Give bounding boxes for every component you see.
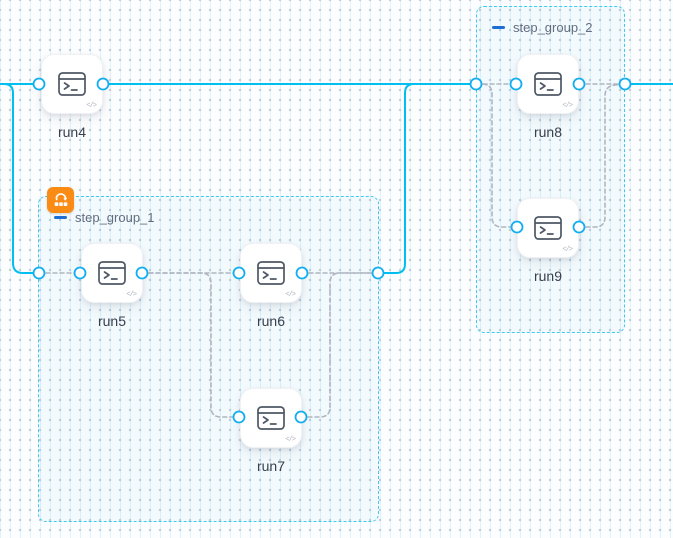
code-badge-icon: </>	[285, 291, 296, 299]
code-badge-icon: </>	[562, 246, 573, 254]
node-run7[interactable]: </>	[240, 388, 302, 448]
code-badge-icon: </>	[562, 102, 573, 110]
collapse-minus-icon[interactable]	[492, 26, 505, 29]
terminal-icon	[534, 72, 562, 96]
code-badge-icon: </>	[126, 291, 137, 299]
node-run8[interactable]: </>	[517, 54, 579, 114]
collapse-minus-icon[interactable]	[54, 216, 67, 219]
terminal-icon	[257, 261, 285, 285]
group-1-header: step_group_1	[54, 210, 155, 225]
loop-retry-glyph	[54, 193, 67, 206]
group-2-header: step_group_2	[492, 20, 593, 35]
group-2-label: step_group_2	[513, 20, 593, 35]
node-run5[interactable]: </>	[81, 243, 143, 303]
terminal-icon	[534, 216, 562, 240]
code-badge-icon: </>	[285, 436, 296, 444]
node-label-run4: run4	[57, 124, 87, 140]
code-badge-icon: </>	[86, 102, 97, 110]
node-run4[interactable]: </>	[41, 54, 103, 114]
node-run6[interactable]: </>	[240, 243, 302, 303]
group-1-label: step_group_1	[75, 210, 155, 225]
node-label-run7: run7	[256, 458, 286, 474]
node-label-run8: run8	[533, 124, 563, 140]
node-run9[interactable]: </>	[517, 198, 579, 258]
terminal-icon	[58, 72, 86, 96]
terminal-icon	[98, 261, 126, 285]
node-label-run5: run5	[97, 313, 127, 329]
node-label-run6: run6	[256, 313, 286, 329]
edge-group1-to-group2[interactable]	[377, 83, 477, 274]
node-label-run9: run9	[533, 268, 563, 284]
terminal-icon	[257, 406, 285, 430]
edge-left-to-group1[interactable]	[0, 83, 40, 274]
loop-retry-badge-icon[interactable]	[47, 187, 74, 213]
